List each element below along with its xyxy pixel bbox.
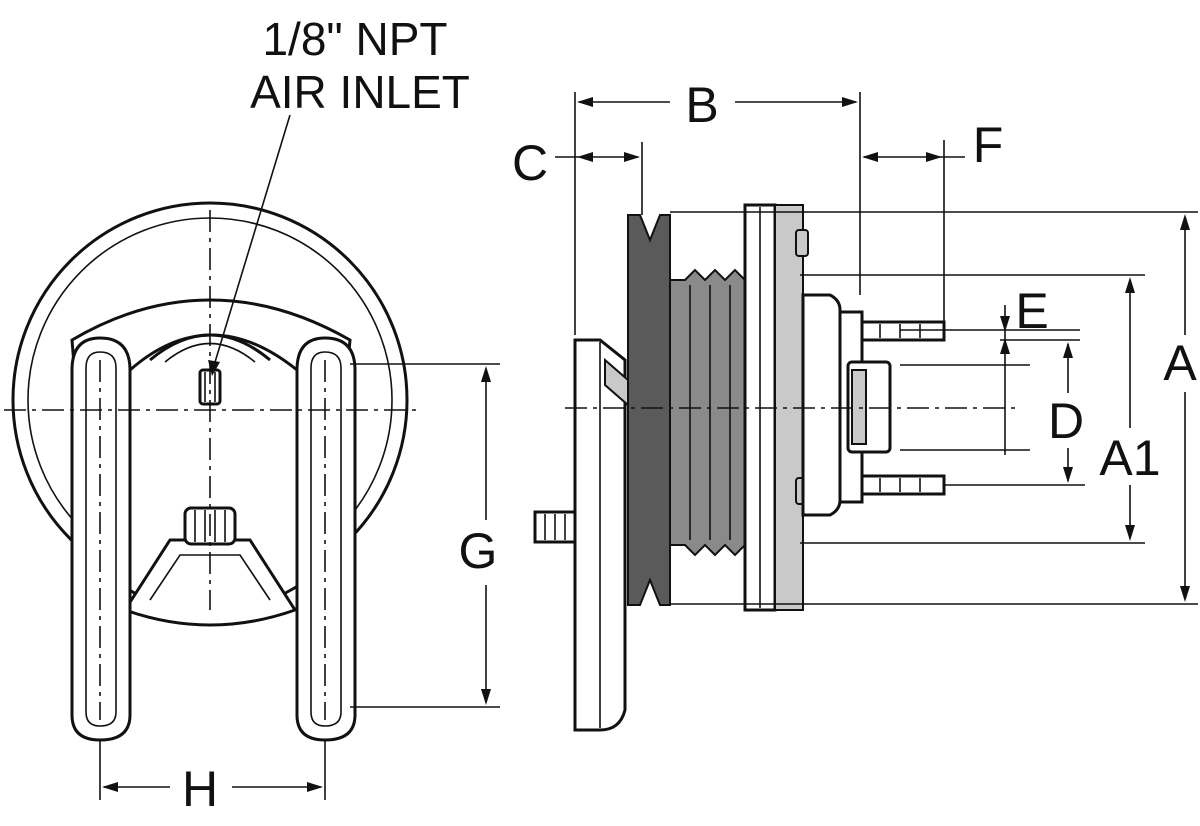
front-arm-web	[129, 333, 298, 372]
front-view	[4, 201, 420, 742]
side-fan-stud-top	[860, 320, 946, 342]
front-right-slot	[310, 351, 342, 727]
side-multi-groove-sheave	[669, 268, 746, 557]
dimension-g-label: G	[459, 523, 498, 579]
front-left-slot	[85, 351, 117, 727]
side-hub-body	[801, 293, 842, 517]
dimension-b: B	[574, 77, 861, 335]
air-inlet-callout: 1/8" NPT AIR INLET	[208, 13, 470, 376]
dimension-b-label: B	[685, 77, 718, 133]
side-fan-stud-bottom	[860, 474, 946, 496]
dimension-f-label: F	[973, 117, 1004, 173]
dimension-d: D	[944, 342, 1085, 486]
dimension-e: E	[900, 283, 1080, 455]
callout-line-1: 1/8" NPT	[262, 13, 447, 65]
side-pulley-single-groove	[627, 214, 671, 606]
dimension-f: F	[862, 117, 1003, 322]
dimension-h: H	[99, 740, 326, 817]
dimension-d-label: D	[1048, 393, 1084, 449]
dimension-g: G	[350, 363, 500, 708]
callout-line-2: AIR INLET	[250, 66, 470, 118]
front-right-slotted-arm	[295, 336, 357, 742]
callout-leader	[211, 114, 291, 373]
front-left-slotted-arm	[70, 336, 132, 742]
dimension-e-label: E	[1015, 283, 1048, 339]
dimension-a1: A1	[800, 274, 1161, 544]
dimension-a: A	[670, 211, 1198, 605]
dimension-h-label: H	[182, 761, 218, 817]
dimension-c-label: C	[512, 135, 548, 191]
side-housing-bolt-top	[795, 229, 809, 257]
side-view	[533, 203, 1020, 732]
dimension-a1-label: A1	[1099, 430, 1160, 486]
dimension-c: C	[512, 135, 643, 215]
dimension-a-label: A	[1163, 335, 1197, 391]
callout-arrowhead	[208, 360, 220, 376]
